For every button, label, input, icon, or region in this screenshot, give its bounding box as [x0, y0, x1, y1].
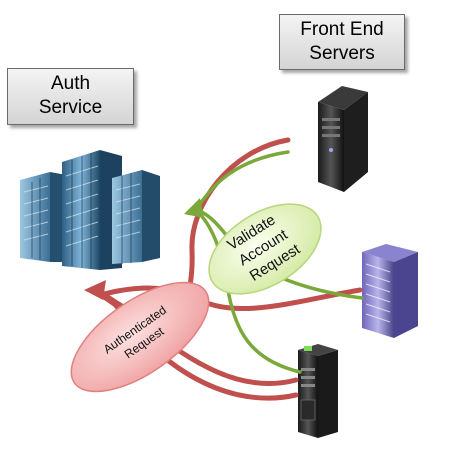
auth-service-line1: Auth: [50, 73, 91, 94]
validate-arrowhead: [184, 198, 204, 218]
front-end-line2: Servers: [309, 43, 375, 64]
auth-service-label: Auth Service: [7, 68, 134, 125]
front-end-servers-label: Front End Servers: [279, 14, 405, 70]
authenticated-arrowhead: [84, 280, 106, 300]
front-end-line1: Front End: [300, 19, 384, 40]
auth-service-line2: Service: [38, 97, 103, 118]
authenticated-request-bubble: Authenticated Request: [70, 281, 210, 393]
office-building-icon: [20, 150, 160, 270]
rack-server-icon: [362, 244, 418, 338]
validate-request-bubble: Validate Account Request: [208, 203, 322, 295]
tower-server-icon: [318, 86, 368, 192]
tower-server-icon: [298, 344, 338, 438]
